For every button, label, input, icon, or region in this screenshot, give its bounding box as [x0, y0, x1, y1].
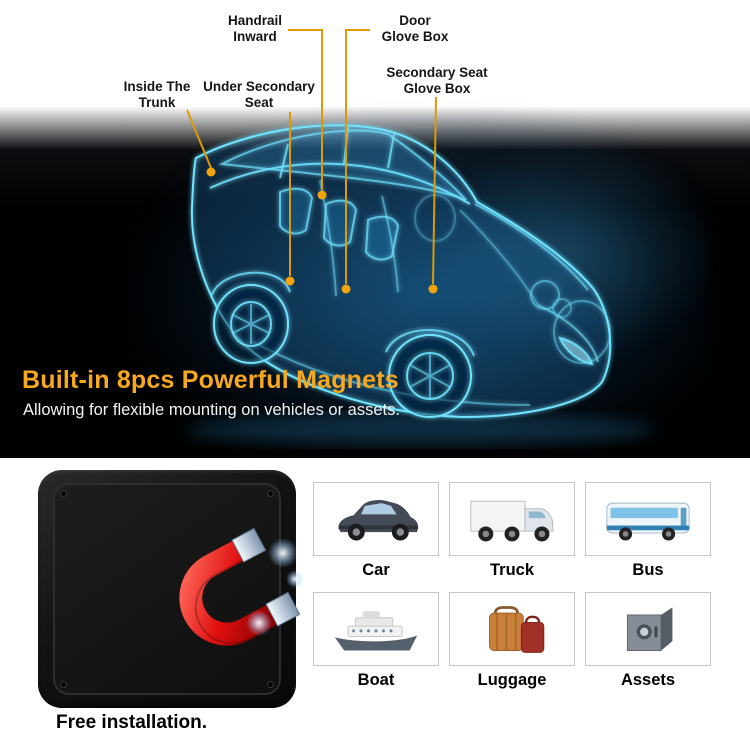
target-label: Bus [632, 561, 664, 579]
free-installation-caption: Free installation. [56, 712, 207, 733]
sparkle-icon [286, 570, 304, 588]
target-cell-assets: Assets [585, 592, 711, 690]
target-cell-bus: Bus [585, 482, 711, 580]
product-section: Free installation. Car [0, 458, 750, 750]
callout-line: Under Secondary [203, 79, 315, 94]
hero-headline: Built-in 8pcs Powerful Magnets [22, 366, 399, 394]
hero-section: Handrail Inward Door Glove Box Inside Th… [0, 0, 750, 458]
callout-handrail-inward: Handrail Inward [205, 13, 305, 45]
mount-targets-grid: Car Truck [313, 482, 711, 690]
safe-icon [626, 607, 673, 651]
boat-image [313, 592, 439, 666]
tracker-top-panel [53, 483, 281, 695]
callout-line: Handrail [227, 13, 282, 28]
target-label: Assets [620, 671, 676, 689]
hero-subheadline: Allowing for flexible mounting on vehicl… [23, 401, 400, 419]
target-cell-boat: Boat [313, 592, 439, 690]
assets-image [585, 592, 711, 666]
callout-inside-trunk: Inside The Trunk [112, 79, 202, 111]
target-cell-truck: Truck [449, 482, 575, 580]
screw-icon [60, 490, 67, 497]
sparkle-icon [246, 610, 272, 636]
bus-icon [606, 502, 690, 541]
xray-car-illustration [185, 124, 655, 446]
target-label: Car [362, 561, 390, 579]
target-label: Luggage [477, 671, 547, 689]
callout-line: Inside The [123, 79, 191, 94]
target-cell-car: Car [313, 482, 439, 580]
target-label: Truck [489, 561, 535, 579]
truck-icon [470, 500, 554, 542]
callout-line: Door [399, 13, 431, 28]
screw-icon [267, 490, 274, 497]
callout-line: Trunk [138, 94, 176, 110]
screw-icon [60, 681, 67, 688]
callout-secondary-seat-glove-box: Secondary Seat Glove Box [381, 65, 493, 97]
sparkle-icon [268, 538, 298, 568]
luggage-image [449, 592, 575, 666]
truck-image [449, 482, 575, 556]
boat-icon [334, 611, 418, 651]
gps-tracker-device [38, 470, 296, 708]
target-cell-luggage: Luggage [449, 592, 575, 690]
target-label: Boat [357, 671, 395, 689]
bus-image [585, 482, 711, 556]
screw-icon [267, 681, 274, 688]
car-image [313, 482, 439, 556]
callout-line: Seat [244, 94, 274, 110]
callout-under-secondary-seat: Under Secondary Seat [200, 79, 318, 111]
callout-door-glove-box: Door Glove Box [372, 13, 458, 45]
callout-line: Secondary Seat [386, 65, 488, 80]
luggage-icon [489, 606, 545, 653]
horseshoe-magnet-icon [179, 527, 301, 646]
callout-line: Glove Box [381, 28, 449, 44]
callout-line: Glove Box [403, 80, 471, 96]
suv-icon [338, 500, 419, 541]
callout-line: Inward [233, 28, 277, 44]
